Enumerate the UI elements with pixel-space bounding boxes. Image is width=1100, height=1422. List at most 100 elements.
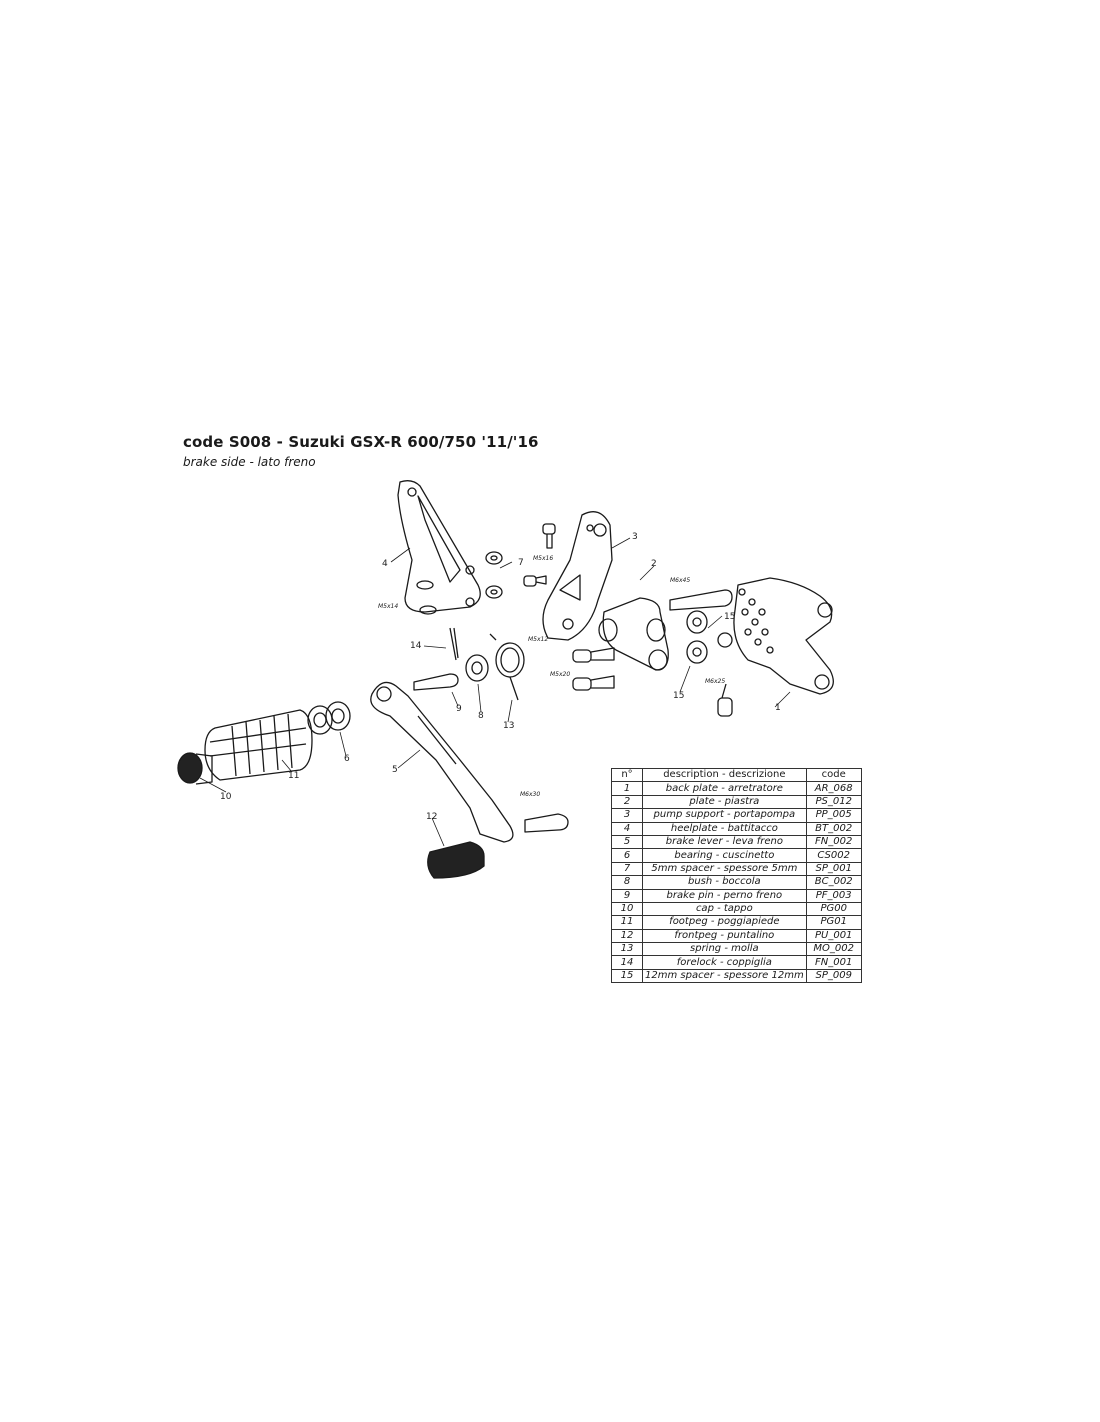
cell-number: 5 bbox=[611, 834, 643, 850]
cell-code: SP_009 bbox=[805, 968, 862, 984]
bolt-label-m6x30: M6x30 bbox=[520, 791, 540, 798]
bush-part bbox=[465, 654, 489, 682]
cell-code: PF_003 bbox=[805, 888, 862, 903]
footpeg-part bbox=[204, 709, 313, 781]
bolt-parts bbox=[523, 523, 733, 833]
cell-description: plate - piastra bbox=[642, 794, 807, 810]
callout-11: 11 bbox=[288, 771, 299, 781]
cell-description: 5mm spacer - spessore 5mm bbox=[642, 861, 807, 877]
callout-2: 2 bbox=[651, 559, 657, 569]
cell-description: bearing - cuscinetto bbox=[642, 848, 807, 863]
callout-5: 5 bbox=[392, 765, 398, 775]
cell-code: MO_002 bbox=[805, 942, 862, 957]
cell-number: 15 bbox=[611, 968, 643, 984]
callout-9: 9 bbox=[456, 704, 462, 714]
callout-14: 14 bbox=[410, 641, 422, 651]
callout-7: 7 bbox=[518, 558, 524, 568]
cell-code: PU_001 bbox=[805, 928, 862, 944]
callout-15b: 15 bbox=[673, 691, 684, 701]
cell-code: PS_012 bbox=[805, 794, 862, 810]
cell-number: 2 bbox=[611, 794, 643, 810]
callout-13: 13 bbox=[503, 721, 514, 731]
bolt-label-m6x25: M6x25 bbox=[705, 678, 725, 685]
cell-description: back plate - arretratore bbox=[642, 781, 807, 796]
callout-10: 10 bbox=[220, 792, 232, 802]
cell-description: cap - tappo bbox=[642, 901, 807, 917]
column-header-description: description - descrizione bbox=[642, 767, 807, 783]
cell-number: 7 bbox=[611, 861, 643, 877]
cell-description: brake lever - leva freno bbox=[642, 834, 807, 850]
cell-code: PP_005 bbox=[805, 808, 862, 823]
cell-code: FN_002 bbox=[805, 834, 862, 850]
brake-pin-part bbox=[413, 673, 459, 691]
cell-code: BT_002 bbox=[805, 821, 862, 836]
bolt-label-m5x20: M5x20 bbox=[550, 671, 570, 678]
spring-part bbox=[489, 633, 525, 701]
callout-4: 4 bbox=[382, 559, 388, 569]
bearing-parts bbox=[307, 701, 351, 735]
cell-number: 1 bbox=[611, 781, 643, 796]
column-header-code: code bbox=[805, 767, 862, 783]
cell-code: CS002 bbox=[805, 848, 862, 863]
cap-part bbox=[177, 752, 213, 785]
pump-support-part bbox=[542, 511, 613, 641]
cell-code: PG01 bbox=[805, 915, 862, 930]
heelplate-part bbox=[397, 480, 481, 615]
frontpeg-part bbox=[427, 841, 485, 879]
cell-description: brake pin - perno freno bbox=[642, 888, 807, 903]
brake-lever-part bbox=[370, 681, 514, 843]
spacer-12mm-parts bbox=[686, 610, 733, 664]
cell-number: 14 bbox=[611, 955, 643, 970]
callout-1: 1 bbox=[775, 703, 781, 713]
cell-description: footpeg - poggiapiede bbox=[642, 915, 807, 930]
page-subtitle: brake side - lato freno bbox=[183, 455, 316, 469]
bolt-label-m5x14: M5x14 bbox=[378, 603, 398, 610]
forelock-part bbox=[449, 627, 459, 661]
plate-part bbox=[598, 597, 669, 671]
callout-8: 8 bbox=[478, 711, 484, 721]
cell-code: AR_068 bbox=[805, 781, 862, 796]
cell-description: bush - boccola bbox=[642, 875, 807, 890]
cell-number: 8 bbox=[611, 875, 643, 890]
cell-code: PG00 bbox=[805, 901, 862, 917]
cell-number: 6 bbox=[611, 848, 643, 863]
bolt-label-m5x16: M5x16 bbox=[533, 555, 553, 562]
callout-15a: 15 bbox=[724, 612, 735, 622]
back-plate-part bbox=[733, 577, 834, 695]
bolt-label-m5x12: M5x12 bbox=[528, 636, 548, 643]
callout-12: 12 bbox=[426, 812, 437, 822]
cell-description: forelock - coppiglia bbox=[642, 955, 807, 970]
cell-number: 3 bbox=[611, 808, 643, 823]
cell-description: pump support - portapompa bbox=[642, 808, 807, 823]
cell-number: 12 bbox=[611, 928, 643, 944]
leader-lines bbox=[199, 537, 791, 847]
cell-number: 13 bbox=[611, 942, 643, 957]
cell-number: 10 bbox=[611, 901, 643, 917]
table-header-row: n° description - descrizione code bbox=[611, 767, 862, 783]
cell-code: SP_001 bbox=[805, 861, 862, 877]
cell-description: spring - molla bbox=[642, 942, 807, 957]
cell-code: BC_002 bbox=[805, 875, 862, 890]
spacer-5mm-parts bbox=[485, 551, 503, 599]
cell-description: heelplate - battitacco bbox=[642, 821, 807, 836]
callout-3: 3 bbox=[632, 532, 638, 542]
page-title: code S008 - Suzuki GSX-R 600/750 '11/'16 bbox=[183, 433, 539, 451]
callout-6: 6 bbox=[344, 754, 350, 764]
cell-code: FN_001 bbox=[805, 955, 862, 970]
cell-number: 4 bbox=[611, 821, 643, 836]
